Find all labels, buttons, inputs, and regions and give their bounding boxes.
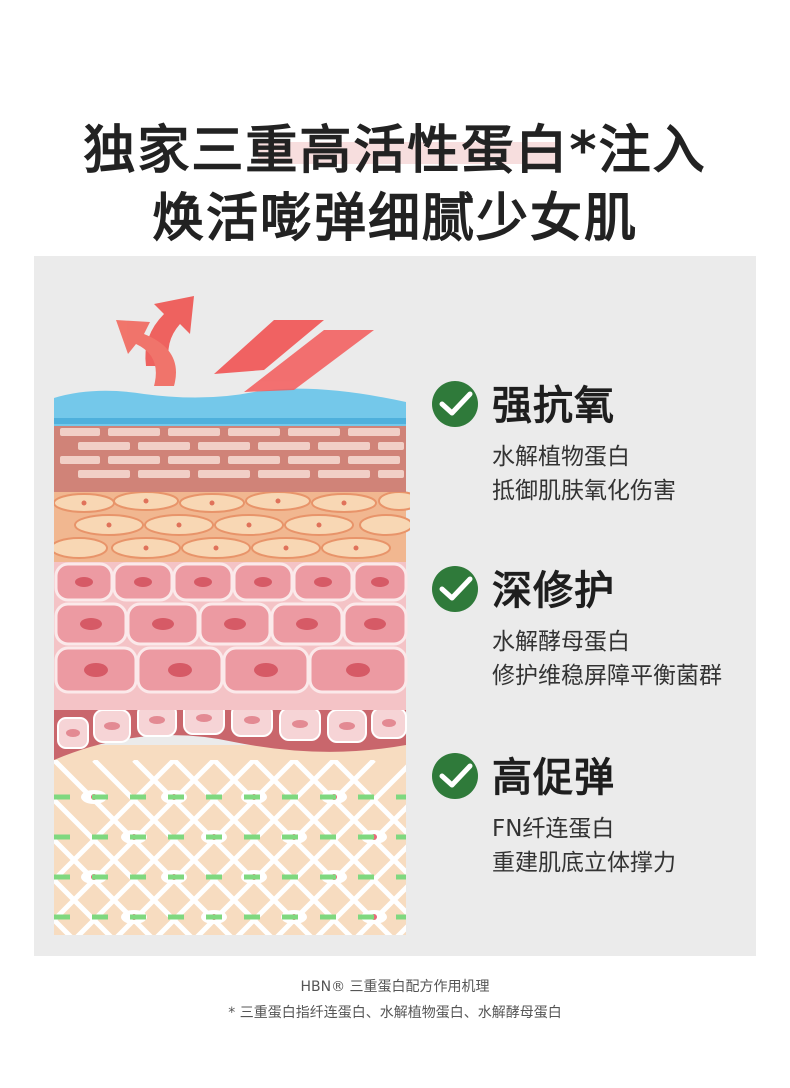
check-circle-icon [432, 753, 478, 799]
feature-title: 高促弹 [492, 755, 615, 801]
feature-benefit: 修护维稳屏障平衡菌群 [492, 663, 722, 689]
title-highlight [258, 142, 560, 164]
mechanism-panel: 强抗氧 水解植物蛋白 抵御肌肤氧化伤害 深修护 水解酵母蛋白 修护维稳屏障平衡菌… [34, 256, 756, 956]
footer-caption: HBN® 三重蛋白配方作用机理 [300, 979, 490, 995]
granular-layer [54, 490, 410, 562]
feature-title: 强抗氧 [492, 383, 615, 429]
feature-ingredient: FN纤连蛋白 [492, 816, 615, 842]
red-arrows-icon [116, 296, 374, 392]
skin-surface [54, 388, 406, 426]
headline-line-1: 独家三重高活性蛋白*注入 [83, 121, 707, 181]
footer-footnote: * 三重蛋白指纤连蛋白、水解植物蛋白、水解酵母蛋白 [228, 1005, 562, 1021]
headline-line-2: 焕活嘭弹细腻少女肌 [151, 189, 638, 249]
skin-layers-illustration [54, 296, 410, 935]
feature-title: 深修护 [492, 568, 615, 614]
feature-benefit: 重建肌底立体撑力 [492, 850, 676, 876]
corneum-layer [54, 422, 406, 492]
dermis-layer [54, 745, 406, 935]
feature-ingredient: 水解酵母蛋白 [492, 629, 630, 655]
spinous-layer [54, 560, 408, 710]
check-circle-icon [432, 381, 478, 427]
check-circle-icon [432, 566, 478, 612]
feature-ingredient: 水解植物蛋白 [492, 444, 630, 470]
feature-benefit: 抵御肌肤氧化伤害 [492, 478, 676, 504]
